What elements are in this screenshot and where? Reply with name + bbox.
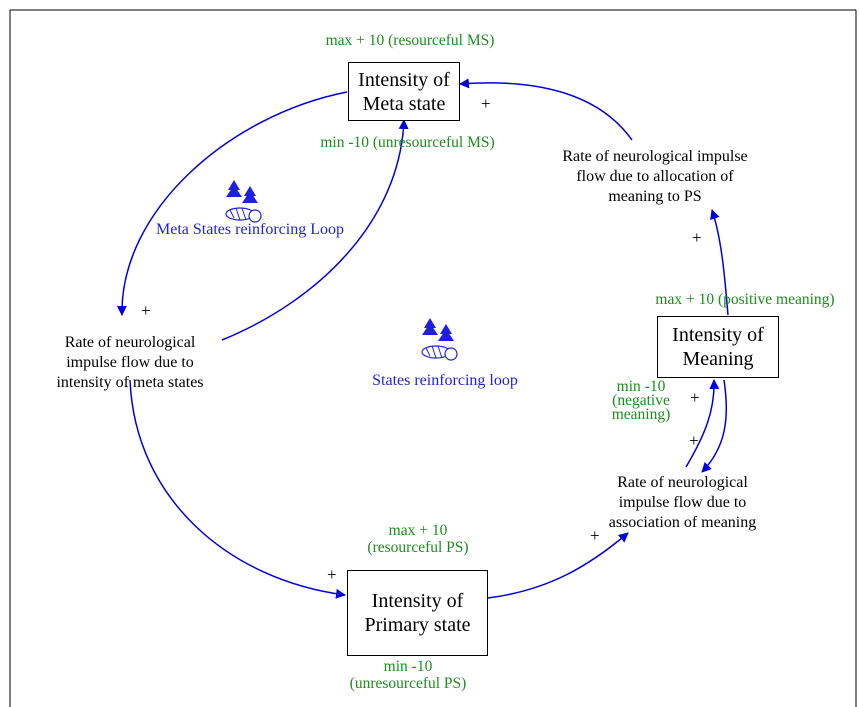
polarity-sign: +	[481, 94, 491, 113]
stock-label-line-1: Intensity of	[672, 324, 764, 346]
annotation-line: (negative	[612, 392, 670, 409]
polarity-sign: +	[692, 228, 702, 247]
polarity-sign: +	[690, 388, 700, 407]
stock-intensity-of-primary-state: Intensity of Primary state	[347, 570, 488, 656]
arrow-meta-to-rate-meta	[116, 91, 348, 316]
annotation-line: min -10	[383, 658, 433, 675]
arrow-rate-meta-to-meta-state	[221, 119, 409, 341]
arrow-meaning-to-rate-allocation	[710, 209, 729, 316]
annotation-primary-min: min -10 (unresourceful PS)	[318, 658, 498, 692]
reinforcing-loop-icon	[225, 180, 262, 223]
stock-intensity-of-meta-state: Intensity of Meta state	[348, 62, 460, 121]
variable-line: meaning to PS	[608, 188, 702, 205]
variable-line: Rate of neurological	[64, 334, 196, 351]
annotation-meta-min: min -10 (unresourceful MS)	[320, 134, 495, 151]
annotation-meaning-min: min -10 (negative meaning)	[596, 378, 686, 423]
polarity-sign: +	[689, 431, 699, 450]
reinforcing-loop-icon	[421, 318, 458, 361]
stock-label-line-2: Meta state	[362, 92, 446, 115]
variable-line: impulse flow due to	[618, 494, 747, 511]
annotation-line: (unresourceful PS)	[349, 675, 467, 692]
loop-label-states: States reinforcing loop	[372, 372, 518, 389]
variable-line: impulse flow due to	[66, 354, 194, 371]
stock-label-line-2: Primary state	[364, 614, 471, 636]
arrow-rate-association-to-meaning	[685, 379, 720, 468]
variable-rate-meta-states: Rate of neurological impulse flow due to…	[12, 333, 248, 393]
variable-line: Rate of neurological	[617, 474, 748, 491]
variable-line: Rate of neurological impulse	[562, 148, 748, 165]
annotation-meaning-max: max + 10 (positive meaning)	[655, 291, 835, 308]
annotation-primary-max: max + 10 (resourceful PS)	[338, 522, 498, 556]
arrow-primary-to-rate-association	[487, 532, 629, 599]
stock-intensity-of-meaning: Intensity of Meaning	[657, 316, 779, 378]
arrow-meaning-to-rate-association	[701, 379, 728, 473]
annotation-line: max + 10	[388, 522, 448, 539]
variable-line: association of meaning	[608, 514, 757, 531]
variable-line: intensity of meta states	[56, 374, 204, 391]
polarity-sign: +	[327, 565, 337, 584]
annotation-line: (resourceful PS)	[367, 539, 469, 556]
annotation-line: min -10	[616, 378, 666, 395]
variable-rate-association: Rate of neurological impulse flow due to…	[570, 473, 795, 533]
stock-label-line-1: Intensity of	[371, 590, 464, 612]
stock-label-line-1: Intensity of	[358, 68, 450, 91]
polarity-sign: +	[590, 526, 600, 545]
loop-label-meta-states: Meta States reinforcing Loop	[156, 221, 344, 238]
arrow-rate-meta-to-primary	[129, 379, 346, 599]
variable-line: flow due to allocation of	[576, 168, 734, 185]
annotation-meta-max: max + 10 (resourceful MS)	[325, 32, 495, 49]
annotation-line: meaning)	[611, 406, 671, 423]
polarity-sign: +	[141, 301, 151, 320]
variable-rate-allocation: Rate of neurological impulse flow due to…	[540, 147, 770, 207]
stock-label-line-2: Meaning	[682, 348, 754, 370]
arrow-rate-allocation-to-meta	[459, 78, 633, 141]
